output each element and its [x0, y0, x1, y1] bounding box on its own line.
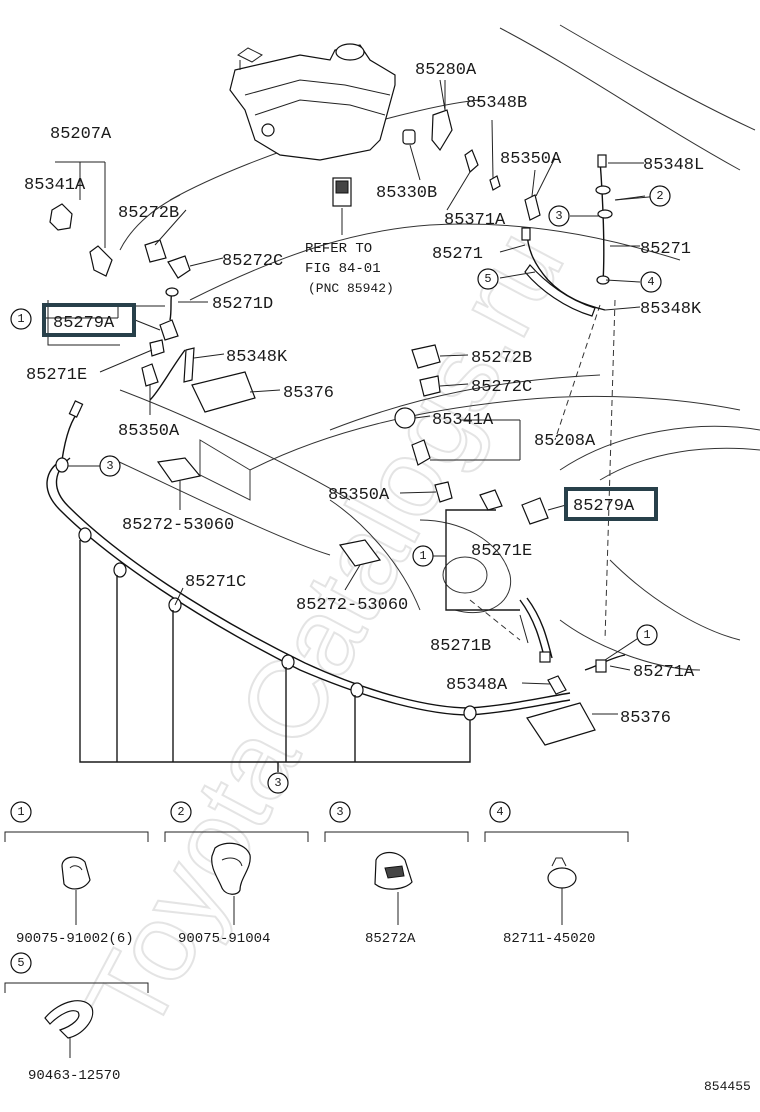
refer-note-line2: FIG 84-01 — [305, 261, 381, 277]
label-85279A-right: 85279A — [573, 497, 635, 516]
vehicle-body-outline — [114, 24, 760, 671]
legend-item-2: 2 90075-91004 — [164, 801, 309, 947]
label-85272B-mid: 85272B — [471, 349, 532, 368]
legend-part-5: 90463-12570 — [28, 1068, 120, 1084]
label-85341A-mid: 85341A — [432, 411, 494, 430]
watermark: ToyotaCatalogs.ru — [63, 211, 588, 1052]
svg-text:3: 3 — [106, 459, 113, 473]
label-85271E-mid: 85271E — [471, 542, 532, 561]
label-85271C: 85271C — [185, 573, 246, 592]
svg-text:2: 2 — [177, 805, 184, 819]
label-85348B: 85348B — [466, 94, 527, 113]
legend-item-3: 3 85272A — [324, 801, 469, 947]
svg-text:1: 1 — [419, 549, 426, 563]
legend-item-1: 1 90075-91002(6) — [4, 801, 149, 947]
legend-item-4: 4 82711-45020 — [484, 801, 629, 947]
legend: 1 90075-91002(6) 2 90075-91004 3 85272A — [4, 801, 629, 1084]
label-85271A: 85271A — [633, 663, 695, 682]
diagram-markers: 1 1 1 2 3 3 3 4 5 — [10, 185, 671, 794]
label-85330B: 85330B — [376, 184, 437, 203]
refer-note-line1: REFER TO — [305, 241, 372, 257]
label-85348K-right: 85348K — [640, 300, 702, 319]
label-85271E-left: 85271E — [26, 366, 87, 385]
label-85272-53060-a: 85272-53060 — [122, 516, 234, 535]
band-clamp-icon — [44, 1000, 94, 1039]
legend-item-5: 5 90463-12570 — [4, 952, 149, 1084]
refer-note: REFER TO FIG 84-01 (PNC 85942) — [305, 177, 394, 296]
svg-text:4: 4 — [647, 275, 654, 289]
marker-1-left: 1 — [10, 308, 32, 330]
svg-text:2: 2 — [656, 189, 663, 203]
svg-text:3: 3 — [336, 805, 343, 819]
label-85279A-left: 85279A — [53, 314, 115, 333]
label-85280A: 85280A — [415, 61, 477, 80]
legend-part-4: 82711-45020 — [503, 931, 595, 947]
label-85207A: 85207A — [50, 125, 112, 144]
label-85350A-left: 85350A — [118, 422, 180, 441]
washer-tank — [229, 43, 396, 161]
label-85376-top: 85376 — [283, 384, 334, 403]
left-parts — [49, 161, 382, 591]
svg-text:5: 5 — [17, 956, 24, 970]
legend-part-2: 90075-91004 — [178, 931, 270, 947]
svg-text:1: 1 — [17, 312, 24, 326]
label-85208A: 85208A — [534, 432, 596, 451]
label-85271B: 85271B — [430, 637, 491, 656]
label-85272B-left: 85272B — [118, 204, 179, 223]
label-85272C-left: 85272C — [222, 252, 283, 271]
marker-1-right: 1 — [636, 624, 658, 646]
svg-text:5: 5 — [484, 272, 491, 286]
svg-text:3: 3 — [555, 209, 562, 223]
marker-2-right: 2 — [649, 185, 671, 207]
label-85271D: 85271D — [212, 295, 273, 314]
label-85272C-mid: 85272C — [471, 378, 532, 397]
legend-part-1: 90075-91002(6) — [16, 931, 134, 947]
label-85272-53060-b: 85272-53060 — [296, 596, 408, 615]
highlight-85279A-left — [42, 303, 136, 337]
svg-text:3: 3 — [274, 776, 281, 790]
label-85348A: 85348A — [446, 676, 508, 695]
marker-3-bottom: 3 — [267, 772, 289, 794]
label-85350A-mid: 85350A — [328, 486, 390, 505]
label-85271-mid: 85271 — [432, 245, 483, 264]
label-85341A-left: 85341A — [24, 176, 86, 195]
figure-id: 854455 — [704, 1079, 751, 1094]
marker-5-mid: 5 — [477, 268, 499, 290]
highlight-85279A-right — [564, 487, 658, 521]
right-parts — [394, 344, 626, 746]
clamp-icon — [61, 856, 91, 890]
svg-text:1: 1 — [17, 805, 24, 819]
label-85376-bottom: 85376 — [620, 709, 671, 728]
hose-85271C — [46, 457, 571, 772]
label-85348K-left: 85348K — [226, 348, 288, 367]
marker-3-right: 3 — [548, 205, 570, 227]
svg-text:1: 1 — [643, 628, 650, 642]
label-85271-right: 85271 — [640, 240, 691, 259]
label-85348L: 85348L — [643, 156, 704, 175]
refer-note-line3: (PNC 85942) — [308, 281, 394, 296]
marker-4-right: 4 — [640, 271, 662, 293]
label-85371A: 85371A — [444, 211, 506, 230]
hose-clamp-icon — [547, 867, 577, 889]
svg-text:4: 4 — [496, 805, 503, 819]
label-85350A-top: 85350A — [500, 150, 562, 169]
marker-1-mid: 1 — [412, 545, 434, 567]
clip-icon — [211, 842, 251, 895]
callout-labels: 85280A 85348B 85207A 85330B 85350A 85348… — [24, 61, 704, 728]
marker-3-left: 3 — [99, 455, 121, 477]
legend-part-3: 85272A — [365, 931, 416, 947]
